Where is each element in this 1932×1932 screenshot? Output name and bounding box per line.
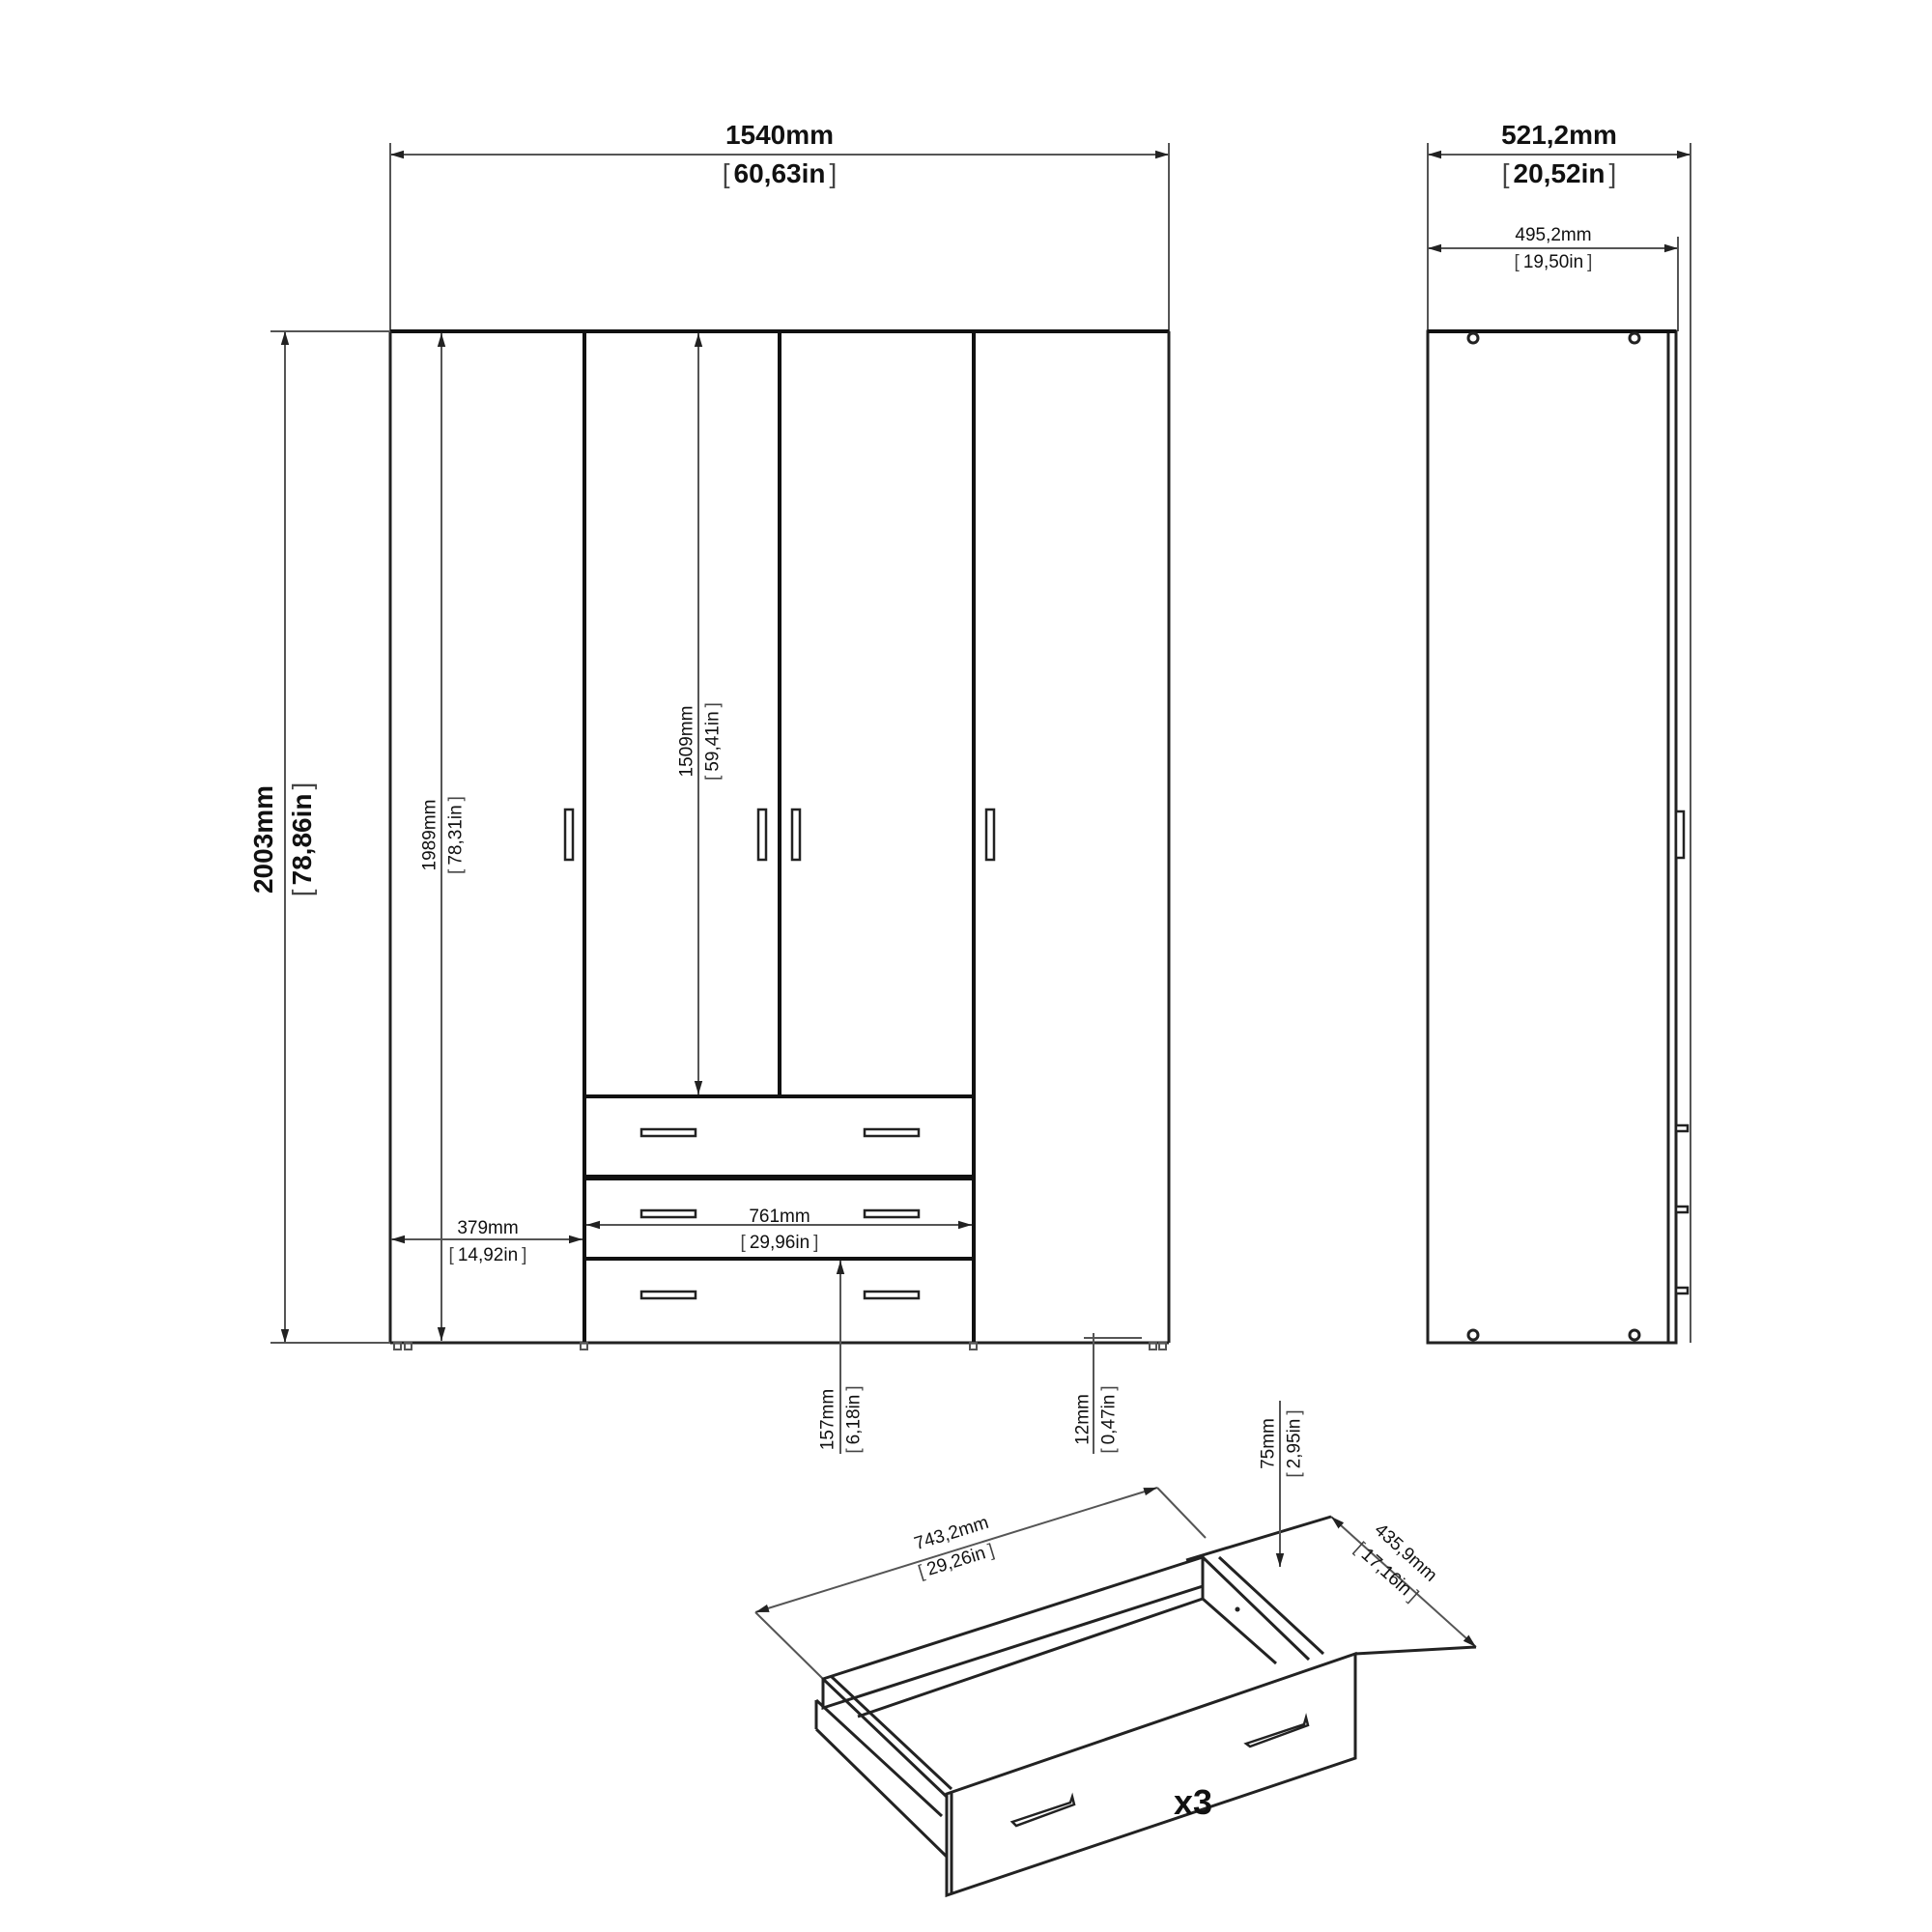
drawer-handle-icon [863,1127,921,1138]
upper-door-height-in: 59,41in [703,669,724,814]
side-view [1426,143,1691,1345]
overall-height-mm: 2003mm [248,784,278,895]
drawer-handle-icon [639,1127,697,1138]
drawer-from-floor-in: 6,18in [844,1372,865,1468]
door-handle-icon [790,808,802,862]
side-door-width-in: 14,92in [430,1246,546,1264]
drawer-handle-icon [639,1208,697,1219]
upper-door-height-mm: 1509mm [676,705,697,778]
overall-depth-mm: 521,2mm [1501,120,1617,150]
overall-width-mm: 1540mm [724,120,835,150]
body-depth-in: 19,50in [1457,253,1650,271]
drawer-section-width-in: 29,96in [722,1234,838,1252]
door-handle-icon [756,808,768,862]
overall-depth-in: 20,52in [1463,160,1656,187]
drawer-handle-icon [1243,1713,1310,1748]
overall-height-in: 78,86in [287,743,317,936]
body-depth-mm: 495,2mm [1515,225,1592,245]
side-door-width-mm: 379mm [457,1218,519,1238]
hinge-hole-icon [1628,331,1641,345]
overall-width-in: 60,63in [683,160,876,187]
hinge-hole-icon [1628,1328,1641,1342]
drawer-height-in: 2,95in [1285,1396,1305,1492]
foot-height-mm: 12mm [1072,1394,1094,1445]
drawer-section-width-mm: 761mm [749,1207,810,1227]
front-view [270,143,1171,1454]
door-height-mm: 1989mm [419,799,440,871]
door-handle-icon [563,808,575,862]
drawer-handle-icon [863,1208,921,1219]
drawer-from-floor-mm: 157mm [817,1388,838,1451]
door-handle-profile-icon [1674,810,1686,860]
drawer-handle-icon [639,1290,697,1300]
drawer-handle-icon [863,1290,921,1300]
door-height-in: 78,31in [446,763,467,908]
hinge-hole-icon [1466,1328,1480,1342]
drawer-quantity: x3 [1173,1782,1213,1822]
foot-height-in: 0,47in [1099,1372,1120,1468]
drawer-handle-icon [1009,1792,1076,1828]
drawer-height-mm: 75mm [1258,1418,1279,1469]
drawer-detail [754,1401,1477,1898]
door-handle-icon [984,808,996,862]
hinge-hole-icon [1466,331,1480,345]
